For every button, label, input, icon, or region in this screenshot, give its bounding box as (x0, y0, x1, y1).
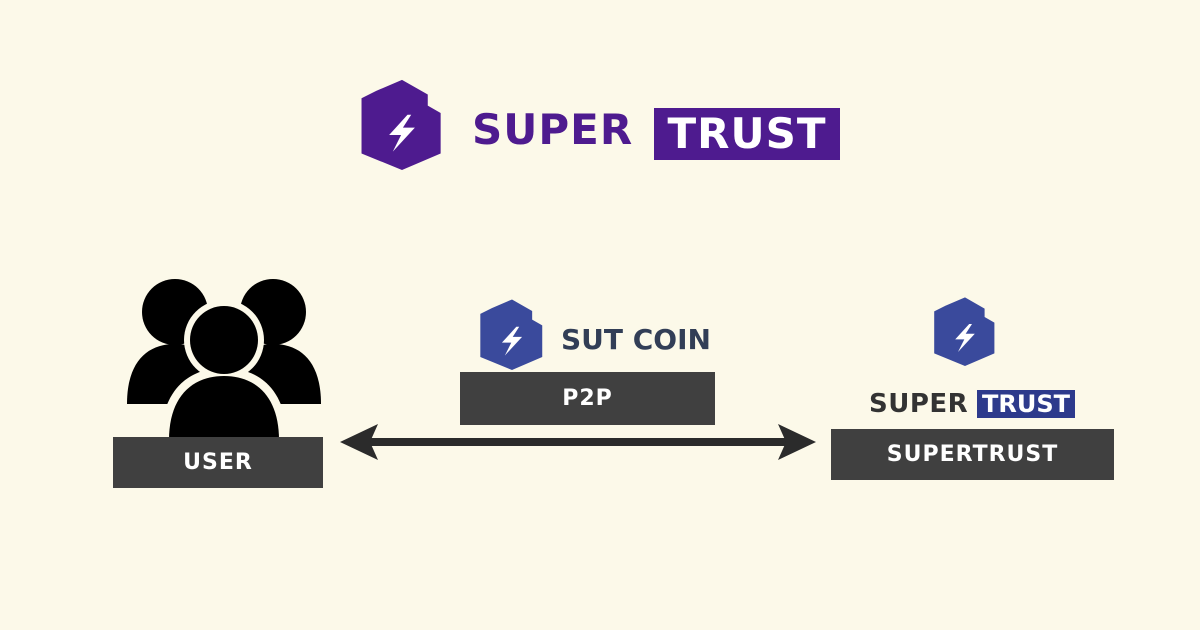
lightning-hexagon-icon (361, 79, 441, 170)
supertrust-label: SUPERTRUST (831, 429, 1114, 480)
user-label: USER (113, 437, 323, 488)
users-group-icon (127, 279, 321, 440)
supertrust-word-trust-box: TRUST (977, 390, 1075, 418)
double-arrow-connector (340, 424, 816, 460)
sut-coin-icon (480, 299, 543, 370)
brand-word-super: SUPER (472, 105, 634, 154)
supertrust-word-super: SUPER (869, 389, 969, 419)
p2p-label: P2P (460, 372, 715, 425)
supertrust-word-trust: TRUST (982, 390, 1070, 418)
header-brand-logo: SUPER TRUST (356, 78, 846, 172)
brand-word-trust: TRUST (667, 109, 827, 158)
coin-name: SUT COIN (561, 323, 711, 356)
brand-word-trust-box: TRUST (654, 108, 840, 160)
lightning-hexagon-icon (934, 297, 995, 366)
